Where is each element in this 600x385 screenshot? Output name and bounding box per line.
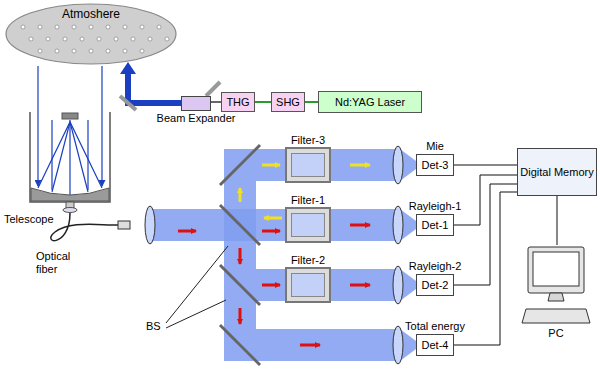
node-heading: Filter-1 <box>291 194 325 207</box>
signal-wire <box>454 175 517 225</box>
signal-wire <box>255 102 271 103</box>
optical-fiber <box>51 213 130 241</box>
node-heading: Beam Expander <box>157 112 236 125</box>
node-text: Det-3 <box>417 155 453 175</box>
node-heading: Mie <box>426 140 444 153</box>
computer-icon <box>522 245 590 325</box>
signal-wire <box>454 165 517 166</box>
process-box: SHG <box>271 92 305 112</box>
telescope <box>30 112 110 213</box>
node-heading: Rayleigh-1 <box>409 200 462 213</box>
signal-wire <box>454 184 517 285</box>
detector-box: Total energyDet-4 <box>416 334 454 356</box>
node-heading: PC <box>548 327 563 340</box>
node-text: Digital Memory <box>518 149 596 195</box>
beam-bands <box>150 149 416 361</box>
process-box: THG <box>221 92 255 112</box>
beam-splitters <box>220 145 260 365</box>
detector-box: MieDet-3 <box>416 154 454 176</box>
signal-wire <box>305 102 318 103</box>
atmosphere-cloud: Atmoshere <box>5 3 177 65</box>
node-text: Det-2 <box>417 275 453 295</box>
detector-box: Rayleigh-1Det-1 <box>416 214 454 236</box>
bs-leaders <box>166 246 228 328</box>
part-label: BS <box>146 320 161 333</box>
node-heading: Filter-2 <box>291 254 325 267</box>
optical-filter: Filter-1 <box>285 207 331 243</box>
red-arrows <box>178 225 370 345</box>
part-label: Optical fiber <box>36 250 82 275</box>
detector-box: Rayleigh-2Det-2 <box>416 274 454 296</box>
node-text: THG <box>222 93 254 111</box>
node-text: Nd:YAG Laser <box>319 92 421 112</box>
memory-box: Digital Memory <box>517 148 597 196</box>
signal-wire <box>211 102 221 103</box>
laser-beam <box>120 62 220 110</box>
laser-box: Nd:YAG Laser <box>318 91 422 113</box>
beam-expander: Beam Expander <box>181 96 211 111</box>
node-heading: Atmoshere <box>5 8 177 22</box>
node-text: Det-1 <box>417 215 453 235</box>
node-text: Det-4 <box>417 335 453 355</box>
signal-wire <box>557 196 558 245</box>
optical-filter: Filter-3 <box>285 147 331 183</box>
received-rays <box>38 66 102 208</box>
node-heading: Filter-3 <box>291 134 325 147</box>
node-heading: Rayleigh-2 <box>409 260 462 273</box>
lenses <box>145 146 403 364</box>
optical-filter: Filter-2 <box>285 267 331 303</box>
part-label: Telescope <box>4 213 54 226</box>
node-heading: Total energy <box>405 320 465 333</box>
node-text: SHG <box>272 93 304 111</box>
pc-icon: PC <box>522 245 590 325</box>
